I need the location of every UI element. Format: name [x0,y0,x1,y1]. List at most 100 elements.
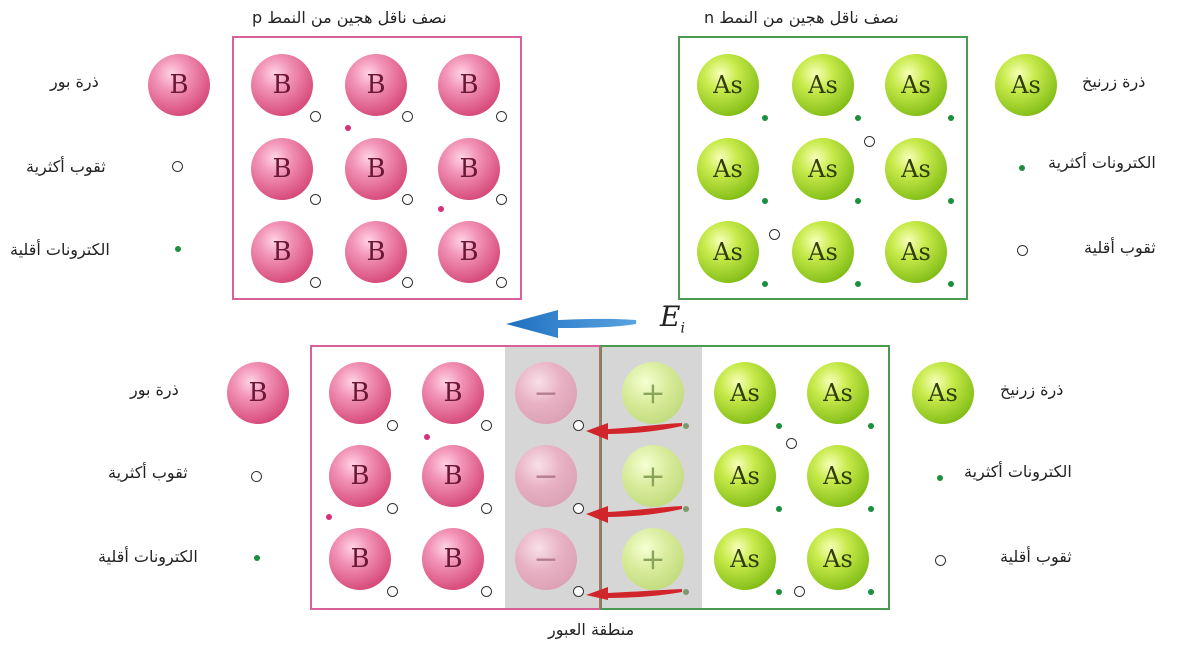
majority-electron [868,589,874,595]
arsenic-atom: As [885,138,947,200]
hole-legend [172,161,183,172]
positive-ion: + [622,362,684,424]
negative-ion: − [515,362,577,424]
hole [310,111,321,122]
boron-atom: B [329,362,391,424]
minority-hole [786,438,797,449]
arsenic-legend-atom: As [912,362,974,424]
electron-legend-dot [1019,165,1025,171]
majority-electrons-label: الكترونات أكثرية [1048,153,1156,172]
negative-ion: − [515,445,577,507]
arsenic-atom: As [792,54,854,116]
boron-legend-atom: B [227,362,289,424]
electron-legend-dot [937,475,943,481]
boron-atom: B [438,221,500,283]
arsenic-atom: As [792,138,854,200]
minority-hole [864,136,875,147]
field-subscript: i [680,320,685,337]
hole [481,420,492,431]
majority-electron [776,506,782,512]
hole [573,503,584,514]
field-label: Ei [660,300,685,337]
arsenic-atom: As [697,54,759,116]
arsenic-atom-label: ذرة زرنيخ [1000,380,1064,399]
arsenic-atom: As [807,528,869,590]
boron-legend-atom: B [148,54,210,116]
hole [387,420,398,431]
majority-electron [948,198,954,204]
minority-electron [424,434,430,440]
boron-atom: B [345,54,407,116]
boron-atom-label: ذرة بور [50,72,99,91]
arsenic-atom: As [697,221,759,283]
boron-atom: B [251,54,313,116]
n-type-box [678,36,968,300]
arsenic-atom: As [885,221,947,283]
n-type-title: نصف ناقل هجين من النمط n [704,8,899,27]
hole [387,503,398,514]
minority-electron [326,514,332,520]
majority-electron [948,281,954,287]
boron-atom: B [422,528,484,590]
arsenic-atom: As [885,54,947,116]
p-type-title: نصف ناقل هجين من النمط p [252,8,447,27]
boron-atom: B [438,54,500,116]
hole [402,111,413,122]
hole-legend [935,555,946,566]
minority-hole [794,586,805,597]
depleted-electron [683,423,689,429]
majority-electron [776,589,782,595]
hole [387,586,398,597]
majority-electrons-label: الكترونات أكثرية [964,462,1072,481]
positive-ion: + [622,445,684,507]
arsenic-atom-label: ذرة زرنيخ [1082,72,1146,91]
minority-electron [438,206,444,212]
hole [573,420,584,431]
minority-holes-label: ثقوب أقلية [1000,547,1072,566]
minority-electron [345,125,351,131]
hole [310,194,321,205]
field-arrow [506,310,636,338]
hole-legend [1017,245,1028,256]
majority-electron [762,281,768,287]
majority-electron [855,115,861,121]
hole [496,111,507,122]
hole [402,277,413,288]
boron-atom: B [329,445,391,507]
p-type-box [232,36,522,300]
depletion-region-label: منطقة العبور [548,620,635,639]
boron-atom: B [329,528,391,590]
arsenic-atom: As [807,445,869,507]
boron-atom: B [422,445,484,507]
junction-line [599,346,601,609]
boron-atom: B [251,138,313,200]
arsenic-atom: As [714,362,776,424]
arsenic-atom: As [792,221,854,283]
majority-electron [868,506,874,512]
majority-electron [948,115,954,121]
boron-atom: B [438,138,500,200]
negative-ion: − [515,528,577,590]
arsenic-atom: As [714,445,776,507]
majority-holes-label: ثقوب أكثرية [108,463,188,482]
hole [496,277,507,288]
majority-electron [855,198,861,204]
boron-atom: B [345,221,407,283]
boron-atom: B [422,362,484,424]
arsenic-legend-atom: As [995,54,1057,116]
depleted-electron [683,506,689,512]
majority-electron [868,423,874,429]
electron-legend-dot [254,555,260,561]
minority-holes-label: ثقوب أقلية [1084,238,1156,257]
majority-holes-label: ثقوب أكثرية [26,157,106,176]
depleted-electron [683,589,689,595]
majority-electron [762,198,768,204]
hole-legend [251,471,262,482]
boron-atom: B [345,138,407,200]
positive-ion: + [622,528,684,590]
junction-n-side [600,345,890,610]
minority-electrons-label: الكترونات أقلية [10,240,110,259]
minority-electrons-label: الكترونات أقلية [98,547,198,566]
hole [481,503,492,514]
boron-atom: B [251,221,313,283]
